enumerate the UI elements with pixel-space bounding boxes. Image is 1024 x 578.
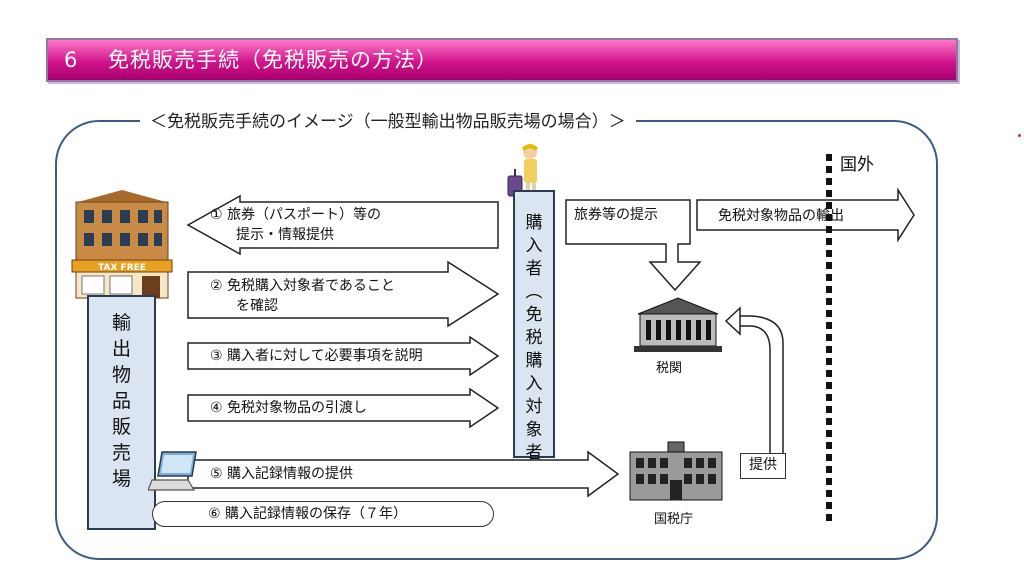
section-banner (46, 38, 958, 82)
customs-building-icon (634, 297, 722, 352)
provide-connector (740, 325, 771, 454)
tax-free-sign: TAX FREE (98, 263, 146, 273)
shop-label: 輸 出 物 品 販 売 場 (87, 310, 156, 492)
national-border-line (826, 154, 832, 524)
step1-arrow (186, 194, 499, 256)
laptop-icon (148, 451, 197, 491)
step4-arrow (187, 387, 500, 429)
customs-label: 税関 (656, 361, 683, 376)
shop-column (87, 295, 156, 530)
purchaser-label-char: 購 (525, 351, 543, 371)
step2-arrow (187, 260, 500, 328)
purchaser-label-char: ︵ (525, 282, 543, 302)
step3-arrow (187, 335, 500, 377)
step6-label: ⑥ 購入記録情報の保存（７年） (208, 506, 408, 522)
shop-label-char: 物 (111, 364, 131, 386)
step1-label-line1: ① 旅券（パスポート）等の (210, 207, 382, 223)
shop-label-char: 販 (111, 416, 131, 438)
shop-label-char: 輸 (111, 312, 131, 334)
tax-agency-building-icon (629, 441, 723, 501)
provide-label: 提供 (740, 453, 786, 479)
purchaser-column (513, 190, 555, 458)
present-arrow (565, 199, 702, 292)
export-label: 免税対象物品の輸出 (718, 208, 844, 224)
purchaser-label-char: 者 (525, 443, 543, 463)
shop-label-char: 品 (111, 390, 131, 412)
step4-label: ④ 免税対象物品の引渡し (210, 400, 368, 416)
tax-agency-label: 国税庁 (654, 512, 694, 527)
purchaser-label-char: 入 (525, 236, 543, 256)
section-number: 6 (64, 48, 79, 72)
step1-label-line2: 提示・情報提供 (236, 227, 334, 243)
export-arrow (696, 187, 915, 243)
purchaser-label-char: 象 (525, 420, 543, 440)
purchaser-label-char: 入 (525, 374, 543, 394)
purchaser-label-char: 者 (525, 259, 543, 279)
shop-building-icon: TAX FREE (71, 190, 173, 299)
abroad-label: 国外 (840, 155, 874, 175)
purchaser-label-char: 税 (525, 328, 543, 348)
stray-dot (1018, 134, 1021, 137)
present-label: 旅券等の提示 (574, 207, 658, 223)
purchaser-label-char: 購 (525, 213, 543, 233)
purchaser-label-char: 免 (525, 305, 543, 325)
diagram-title: ＜免税販売手続のイメージ（一般型輸出物品販売場の場合）＞ (140, 107, 636, 132)
shop-label-char: 売 (111, 442, 131, 464)
section-title: 6 免税販売手続（免税販売の方法） (64, 42, 438, 78)
step6-box (152, 501, 494, 527)
step3-label: ③ 購入者に対して必要事項を説明 (210, 348, 423, 364)
step2-label-line1: ② 免税購入対象者であること (210, 278, 395, 294)
step5-arrow (187, 450, 620, 498)
shop-label-char: 場 (111, 468, 131, 490)
shop-label-char: 出 (111, 338, 131, 360)
step2-label-line2: を確認 (236, 298, 278, 314)
step5-label: ⑤ 購入記録情報の提供 (210, 466, 354, 482)
purchaser-label-char: 対 (525, 397, 543, 417)
section-title-text: 免税販売手続（免税販売の方法） (108, 48, 438, 72)
